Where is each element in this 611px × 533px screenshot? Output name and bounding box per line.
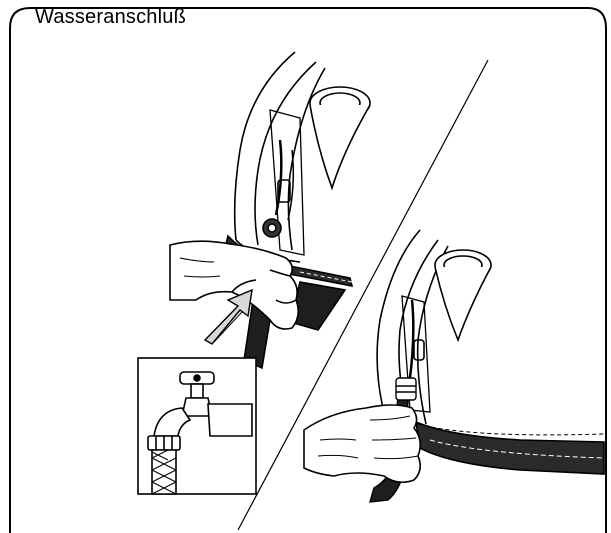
- right-hand: [304, 405, 420, 482]
- tap-inset: [138, 358, 256, 494]
- figure-title: Wasseranschluß: [35, 6, 186, 29]
- up-right-arrow-icon: [205, 290, 252, 344]
